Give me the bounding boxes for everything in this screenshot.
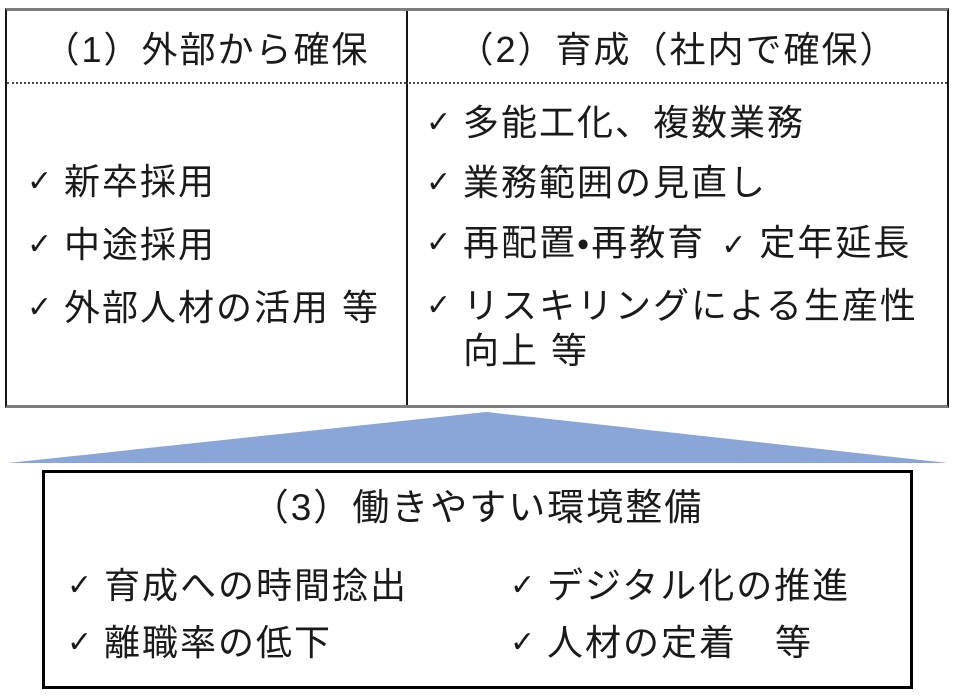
list-item-label: 業務範囲の見直し: [463, 162, 768, 203]
work-environment-title: （3）働きやすい環境整備: [251, 487, 704, 528]
internal-development-cell: ✓ 多能工化、複数業務 ✓ 業務範囲の見直し ✓ 再配置・再教育 ✓ 定年延長 ✓…: [406, 84, 947, 405]
check-icon: ✓: [426, 289, 452, 322]
work-environment-list: ✓ 育成への時間捻出 ✓ デジタル化の推進 ✓ 離職率の低下 ✓ 人材の定着 等: [45, 563, 910, 665]
header-internal-development-label: （2）育成（社内で確保）: [457, 28, 898, 70]
check-icon: ✓: [426, 166, 452, 199]
internal-development-list: ✓ 多能工化、複数業務 ✓ 業務範囲の見直し ✓ 再配置・再教育 ✓ 定年延長 ✓…: [426, 100, 941, 373]
list-item: ✓ 新卒採用: [27, 159, 406, 204]
work-environment-box: （3）働きやすい環境整備 ✓ 育成への時間捻出 ✓ デジタル化の推進 ✓ 離職率…: [42, 470, 913, 689]
list-item-label: 中途採用: [64, 224, 217, 265]
list-item: ✓ リスキリングによる生産性向上 等: [426, 283, 941, 373]
header-external-hiring: （1）外部から確保: [7, 11, 406, 84]
check-icon: ✓: [27, 228, 53, 261]
list-item-label: 外部人材の活用 等: [64, 287, 381, 328]
list-item: ✓ 業務範囲の見直し: [426, 160, 941, 205]
list-item-label: デジタル化の推進: [547, 565, 851, 606]
check-icon: ✓: [67, 569, 93, 602]
list-item: ✓ 多能工化、複数業務: [426, 100, 941, 145]
list-item-label: 定年延長: [759, 222, 912, 263]
list-item-label: 育成への時間捻出: [104, 565, 409, 606]
list-item-label: 多能工化、複数業務: [463, 102, 806, 143]
list-item: ✓ 外部人材の活用 等: [27, 285, 406, 330]
external-hiring-list: ✓ 新卒採用 ✓ 中途採用 ✓ 外部人材の活用 等: [27, 159, 406, 330]
list-item: ✓ 人材の定着 等: [510, 620, 910, 665]
list-item: ✓ 中途採用: [27, 222, 406, 267]
header-external-hiring-label: （1）外部から確保: [43, 28, 370, 70]
list-item: ✓ 育成への時間捻出: [67, 563, 510, 608]
check-icon: ✓: [426, 226, 452, 259]
check-icon: ✓: [27, 165, 53, 198]
header-internal-development: （2）育成（社内で確保）: [406, 11, 947, 84]
check-icon: ✓: [27, 291, 53, 324]
check-icon: ✓: [510, 569, 536, 602]
check-icon: ✓: [721, 229, 747, 262]
list-item-inline: ✓ 定年延長: [705, 220, 911, 268]
connector-triangle: [8, 412, 948, 463]
list-item-label: 離職率の低下: [104, 622, 333, 663]
list-item: ✓ デジタル化の推進: [510, 563, 910, 608]
list-item: ✓ 離職率の低下: [67, 620, 510, 665]
check-icon: ✓: [67, 626, 93, 659]
check-icon: ✓: [510, 626, 536, 659]
list-item-label: 新卒採用: [64, 161, 217, 202]
check-icon: ✓: [426, 106, 452, 139]
external-hiring-cell: ✓ 新卒採用 ✓ 中途採用 ✓ 外部人材の活用 等: [7, 84, 406, 405]
list-item-label: 人材の定着 等: [547, 622, 814, 663]
list-item-label: 再配置・再教育: [463, 222, 706, 263]
recruitment-table: （1）外部から確保 （2）育成（社内で確保） ✓ 新卒採用 ✓ 中途採用 ✓ 外…: [5, 8, 949, 408]
list-item-label: リスキリングによる生産性向上 等: [463, 285, 918, 371]
list-item: ✓ 再配置・再教育 ✓ 定年延長: [426, 220, 941, 268]
